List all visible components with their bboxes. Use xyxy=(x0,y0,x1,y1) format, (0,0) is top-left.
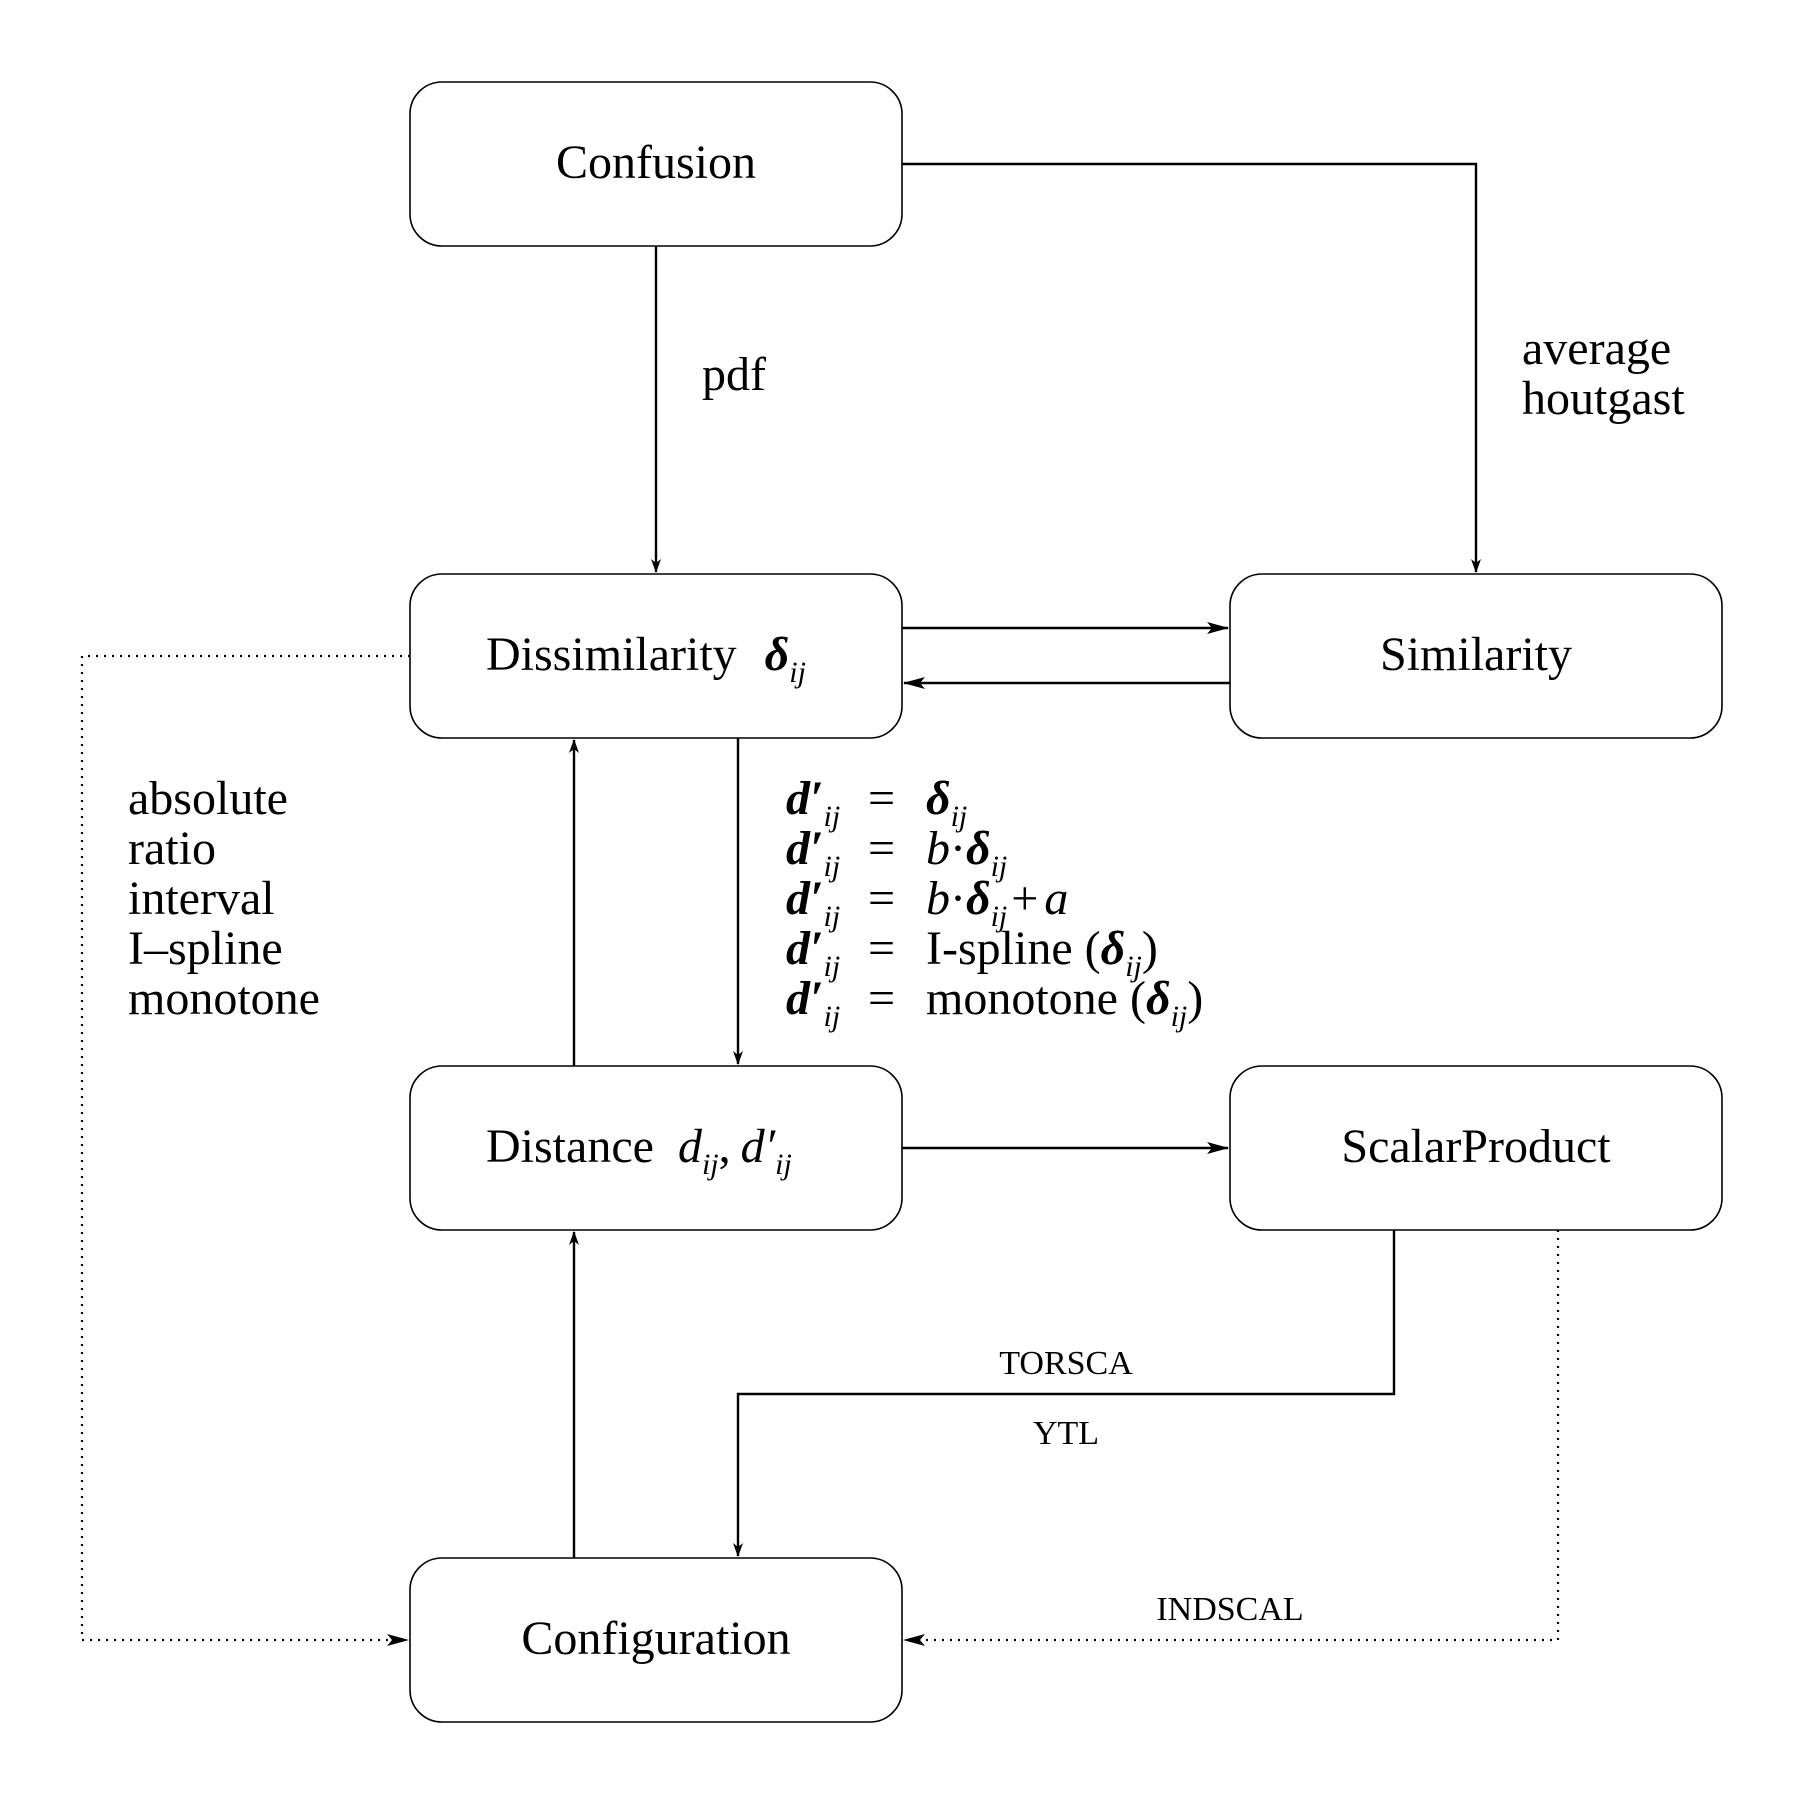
scale-type-item: I–spline xyxy=(128,922,283,975)
edge-confusion-to-similarity xyxy=(902,162,1481,573)
similarity-node: Similarity xyxy=(1229,573,1723,739)
edge-scalar-product-to-configuration-dotted xyxy=(903,1230,1560,1646)
similarity-label: Similarity xyxy=(1380,628,1572,681)
scalar-product-label: ScalarProduct xyxy=(1341,1120,1611,1173)
label-indscal: INDSCAL xyxy=(1156,1591,1303,1628)
distance-dprime-subscript: ij xyxy=(775,1148,792,1181)
formula-ispline: d′ij=I-spline (δij) xyxy=(786,922,1158,983)
scalar-product-node: ScalarProduct xyxy=(1229,1065,1723,1231)
edge-scalar-product-to-configuration xyxy=(733,1230,1396,1557)
formula-ratio: d′ij=b·δij xyxy=(786,822,1007,883)
scale-type-item: interval xyxy=(128,872,275,925)
scale-type-item: ratio xyxy=(128,822,216,875)
distance-label: Distance xyxy=(486,1120,654,1173)
dissimilarity-label: Dissimilarity xyxy=(486,628,737,681)
label-average: average xyxy=(1522,322,1671,375)
confusion-label: Confusion xyxy=(556,136,756,189)
formula-absolute: d′ij=δij xyxy=(786,772,967,833)
dissimilarity-node: Dissimilarity δij xyxy=(409,573,903,739)
label-torsca: TORSCA xyxy=(999,1345,1133,1382)
configuration-node: Configuration xyxy=(409,1557,903,1723)
distance-d-subscript: ij xyxy=(702,1148,719,1181)
dissimilarity-subscript: ij xyxy=(789,656,806,689)
scale-type-item: absolute xyxy=(128,772,288,825)
transformation-formulas: d′ij=δij d′ij=b·δij d′ij=b·δij+a d′ij=I-… xyxy=(786,772,1203,1033)
formula-interval: d′ij=b·δij+a xyxy=(786,872,1068,933)
configuration-label: Configuration xyxy=(521,1612,790,1665)
label-houtgast: houtgast xyxy=(1522,372,1685,425)
scale-types-list: absolute ratio interval I–spline monoton… xyxy=(128,772,320,1025)
distance-dprime-symbol: d′ xyxy=(741,1120,777,1173)
distance-d-symbol: d xyxy=(678,1120,703,1173)
scale-type-item: monotone xyxy=(128,972,320,1025)
label-pdf: pdf xyxy=(702,348,766,401)
formula-monotone: d′ij=monotone (δij) xyxy=(786,972,1203,1033)
label-ytl: YTL xyxy=(1033,1415,1099,1452)
dissimilarity-delta: δ xyxy=(765,628,790,681)
confusion-node: Confusion xyxy=(409,81,903,247)
